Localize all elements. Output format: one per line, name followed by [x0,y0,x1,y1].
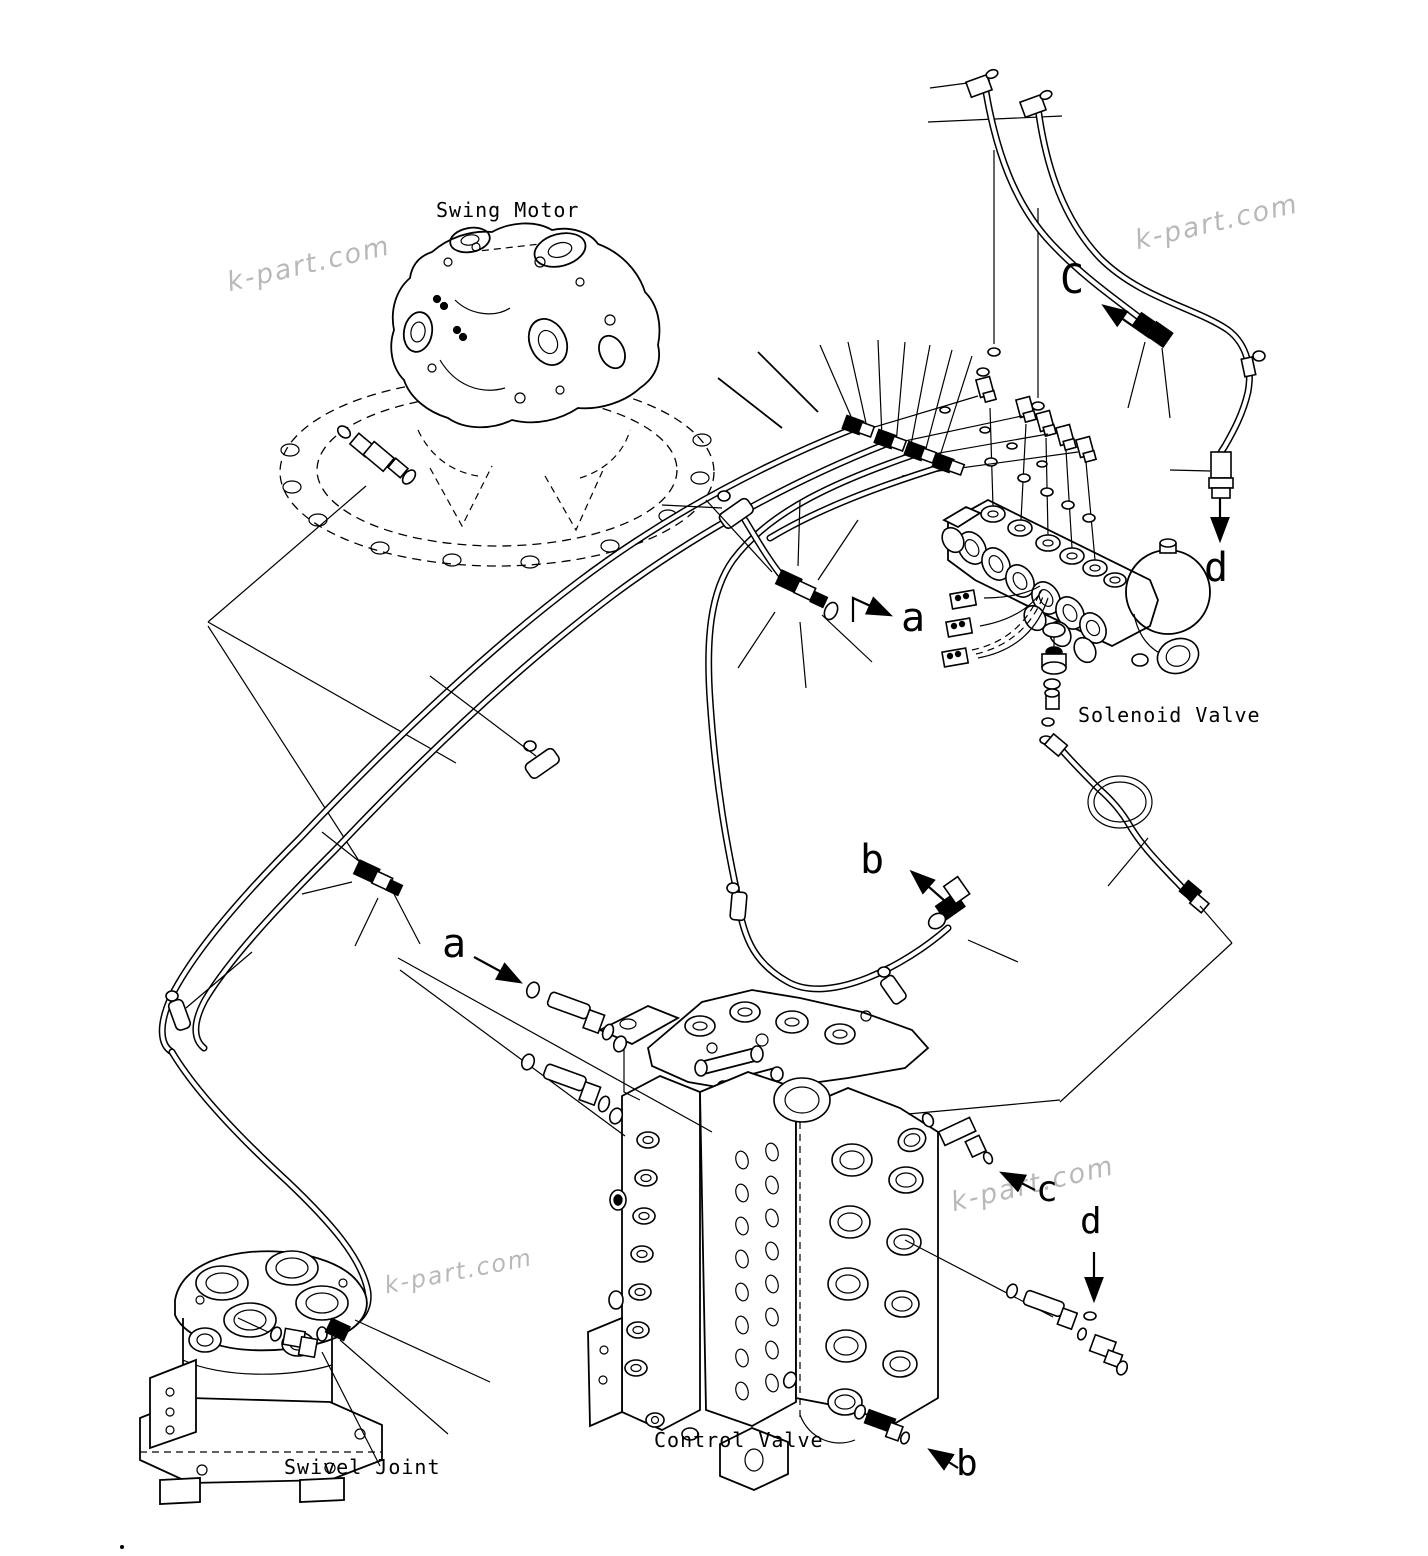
b-bottom-fitting [782,1371,911,1445]
callout-letter-b-mid: b [860,837,885,883]
control-valve-right-caps [825,1127,927,1416]
d-bottom-fitting [904,1239,1129,1376]
hose-bundle [158,339,1019,1332]
callout-letter-d-top: d [1204,545,1229,591]
label-swing-motor: Swing Motor [436,198,580,222]
control-valve-left-caps [608,1131,660,1377]
b-mid-fitting [927,875,1019,963]
solenoid-hose [1043,732,1233,1103]
label-swivel-joint: Swivel Joint [284,1455,441,1479]
c-bottom-fitting [907,1099,1061,1165]
swivel-elbow-fitting [237,1317,491,1467]
swing-motor-elbow-fitting [207,425,457,879]
swivel-joint-drawing [139,1250,491,1505]
callout-letter-c-bottom: c [1036,1169,1058,1210]
control-valve-center-holes [735,1142,779,1401]
label-control-valve: Control Valve [654,1428,824,1452]
callout-letter-a-mid: a [901,595,926,641]
a-mid-fitting [705,499,873,689]
solenoid-valve-drawing [857,367,1211,745]
page-dot [120,1545,124,1549]
swing-motor-drawing [390,222,661,429]
hose-cluster-fittings [841,414,966,477]
solenoid-inlet-fittings [974,367,1098,464]
callout-letter-c-top: C [1060,257,1085,303]
callout-arrows [473,304,1230,1471]
label-solenoid-valve: Solenoid Valve [1078,703,1261,727]
callout-letter-b-bottom: b [956,1443,978,1484]
callout-letter-d-bottom: d [1080,1201,1102,1242]
a-left-fittings [397,957,713,1137]
top-right-hoses [927,68,1266,499]
callout-letter-a-left: a [442,921,467,967]
control-valve-drawing [587,989,939,1491]
